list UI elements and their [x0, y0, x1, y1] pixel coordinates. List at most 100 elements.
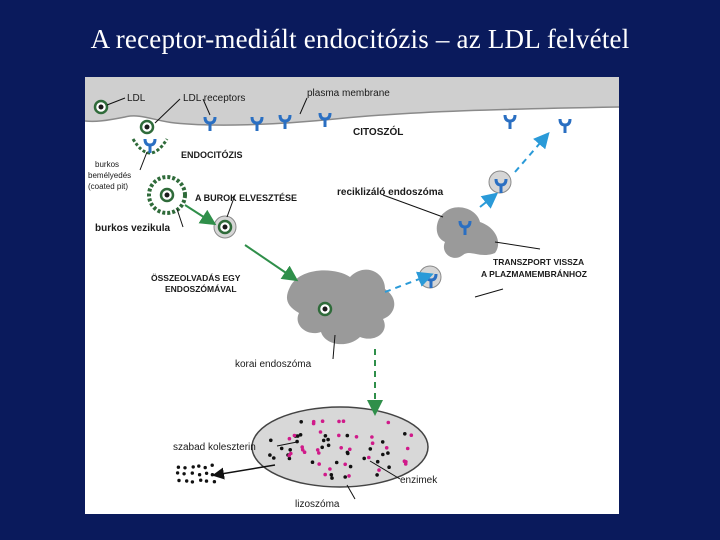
cholesterol-dot	[310, 460, 315, 465]
arrow-coated-to-uncoated	[184, 204, 217, 226]
cholesterol-dot	[323, 434, 328, 438]
free-cholesterol-dot	[185, 479, 189, 483]
slide-title: A receptor-mediált endocitózis – az LDL …	[90, 24, 630, 54]
label-citoszol: CITOSZÓL	[353, 125, 403, 138]
enzyme-dot	[289, 451, 293, 456]
cholesterol-dot	[345, 450, 350, 455]
enzyme-dot	[347, 474, 351, 478]
endocytosis-diagram: LDL LDL receptors plasma membrane CITOSZ…	[85, 77, 619, 510]
enzyme-dot	[315, 448, 320, 452]
cholesterol-dot	[343, 475, 348, 479]
cholesterol-dot	[287, 456, 292, 461]
ldl-particle	[93, 99, 109, 115]
ldl-particle	[317, 301, 333, 317]
free-cholesterol-dot	[212, 480, 217, 484]
enzyme-dot	[317, 462, 321, 466]
label-osszeolvadas-1: ÖSSZEOLVADÁS EGY	[151, 273, 241, 283]
enzyme-dot	[318, 430, 323, 434]
arrow-endosome-to-recycling	[384, 271, 434, 293]
cholesterol-dot	[321, 438, 326, 443]
membrane-receptor	[503, 113, 517, 131]
enzyme-dot	[343, 462, 348, 467]
enzyme-dot	[370, 441, 375, 446]
free-cholesterol-dot	[190, 471, 194, 475]
coated-pit	[131, 137, 169, 155]
free-cholesterol-dot	[177, 478, 181, 483]
lysosome	[251, 406, 429, 488]
free-cholesterol-dot	[197, 464, 201, 468]
endocytosis-figure: LDL LDL receptors plasma membrane CITOSZ…	[85, 77, 619, 514]
enzyme-dot	[386, 420, 391, 425]
free-cholesterol-dot	[199, 478, 203, 482]
enzyme-dot	[328, 467, 332, 471]
enzyme-dot	[311, 419, 316, 424]
cholesterol-dot	[368, 447, 373, 451]
enzyme-dot	[341, 419, 346, 424]
ldl-particle	[139, 119, 155, 135]
cholesterol-dot	[330, 476, 334, 480]
uncoated-vesicle	[213, 215, 237, 239]
label-burkos-3: (coated pit)	[88, 182, 128, 191]
cholesterol-dot	[279, 446, 284, 451]
recycling-vesicle	[488, 170, 512, 195]
label-szabad-koleszterin: szabad koleszterin	[173, 442, 256, 453]
label-osszeolvadas-2: ENDOSZÓMÁVAL	[165, 283, 237, 294]
label-lizoszoma: lizoszóma	[295, 499, 340, 510]
label-endocitozis: ENDOCITÓZIS	[181, 149, 243, 160]
arrow-cholesterol-out	[212, 464, 276, 480]
cholesterol-dot	[288, 448, 292, 452]
recycling-endosome	[436, 207, 499, 258]
cholesterol-dot	[298, 433, 303, 437]
label-burkos-2: bemélyedés	[88, 171, 131, 180]
free-cholesterol-dot	[203, 465, 207, 470]
enzyme-dot	[339, 446, 343, 450]
free-cholesterol-dot	[197, 473, 202, 477]
label-burkos-vezikula: burkos vezikula	[95, 223, 170, 234]
enzyme-dot	[370, 435, 374, 439]
cholesterol-dot	[320, 445, 324, 450]
enzyme-dot	[377, 468, 381, 472]
cholesterol-dot	[326, 437, 330, 442]
cholesterol-dot	[375, 459, 380, 464]
cholesterol-dot	[403, 432, 407, 436]
cholesterol-dot	[345, 433, 350, 438]
enzyme-dot	[348, 447, 352, 452]
coated-vesicle	[147, 175, 187, 215]
free-cholesterol-dot	[176, 465, 181, 469]
cholesterol-dot	[387, 465, 391, 470]
pointer-lines	[106, 97, 541, 500]
cholesterol-dot	[269, 438, 273, 443]
cholesterol-dot	[375, 473, 379, 477]
enzyme-dot	[367, 455, 371, 460]
cholesterol-dot	[362, 456, 367, 461]
enzyme-dot	[354, 435, 359, 439]
enzyme-dot	[403, 462, 408, 466]
cholesterol-dot	[299, 420, 303, 424]
enzyme-dot	[405, 446, 410, 451]
label-ldl-receptors: LDL receptors	[183, 93, 245, 104]
label-transzport-1: TRANSZPORT VISSZA	[493, 257, 584, 267]
enzyme-dot	[323, 472, 327, 477]
label-transzport-2: A PLAZMAMEMBRÁNHOZ	[481, 269, 587, 279]
arrow-to-membrane	[514, 131, 550, 173]
label-reciklizalo: reciklizáló endoszóma	[337, 187, 444, 198]
label-enzimek: enzimek	[400, 475, 438, 486]
cholesterol-dot	[268, 453, 272, 457]
free-cholesterol-dot	[191, 465, 195, 469]
free-cholesterol-dot	[204, 471, 209, 475]
label-plasma-membrane: plasma membrane	[307, 88, 390, 99]
enzyme-dot	[320, 419, 325, 424]
enzyme-dot	[300, 448, 305, 452]
enzyme-dot	[337, 433, 341, 438]
enzyme-dot	[287, 436, 292, 441]
plasma-membrane	[85, 77, 619, 126]
cholesterol-dot	[334, 460, 339, 465]
label-ldl: LDL	[127, 93, 146, 104]
enzyme-dot	[317, 451, 321, 455]
label-burok-elvesztese: A BUROK ELVESZTÉSE	[195, 193, 297, 203]
arrow-vesicle-to-endosome	[244, 244, 299, 282]
arrow-recycling-up	[479, 192, 499, 209]
early-endosome	[286, 269, 395, 345]
cholesterol-dot	[381, 452, 385, 457]
free-cholesterol-dot	[210, 473, 215, 477]
